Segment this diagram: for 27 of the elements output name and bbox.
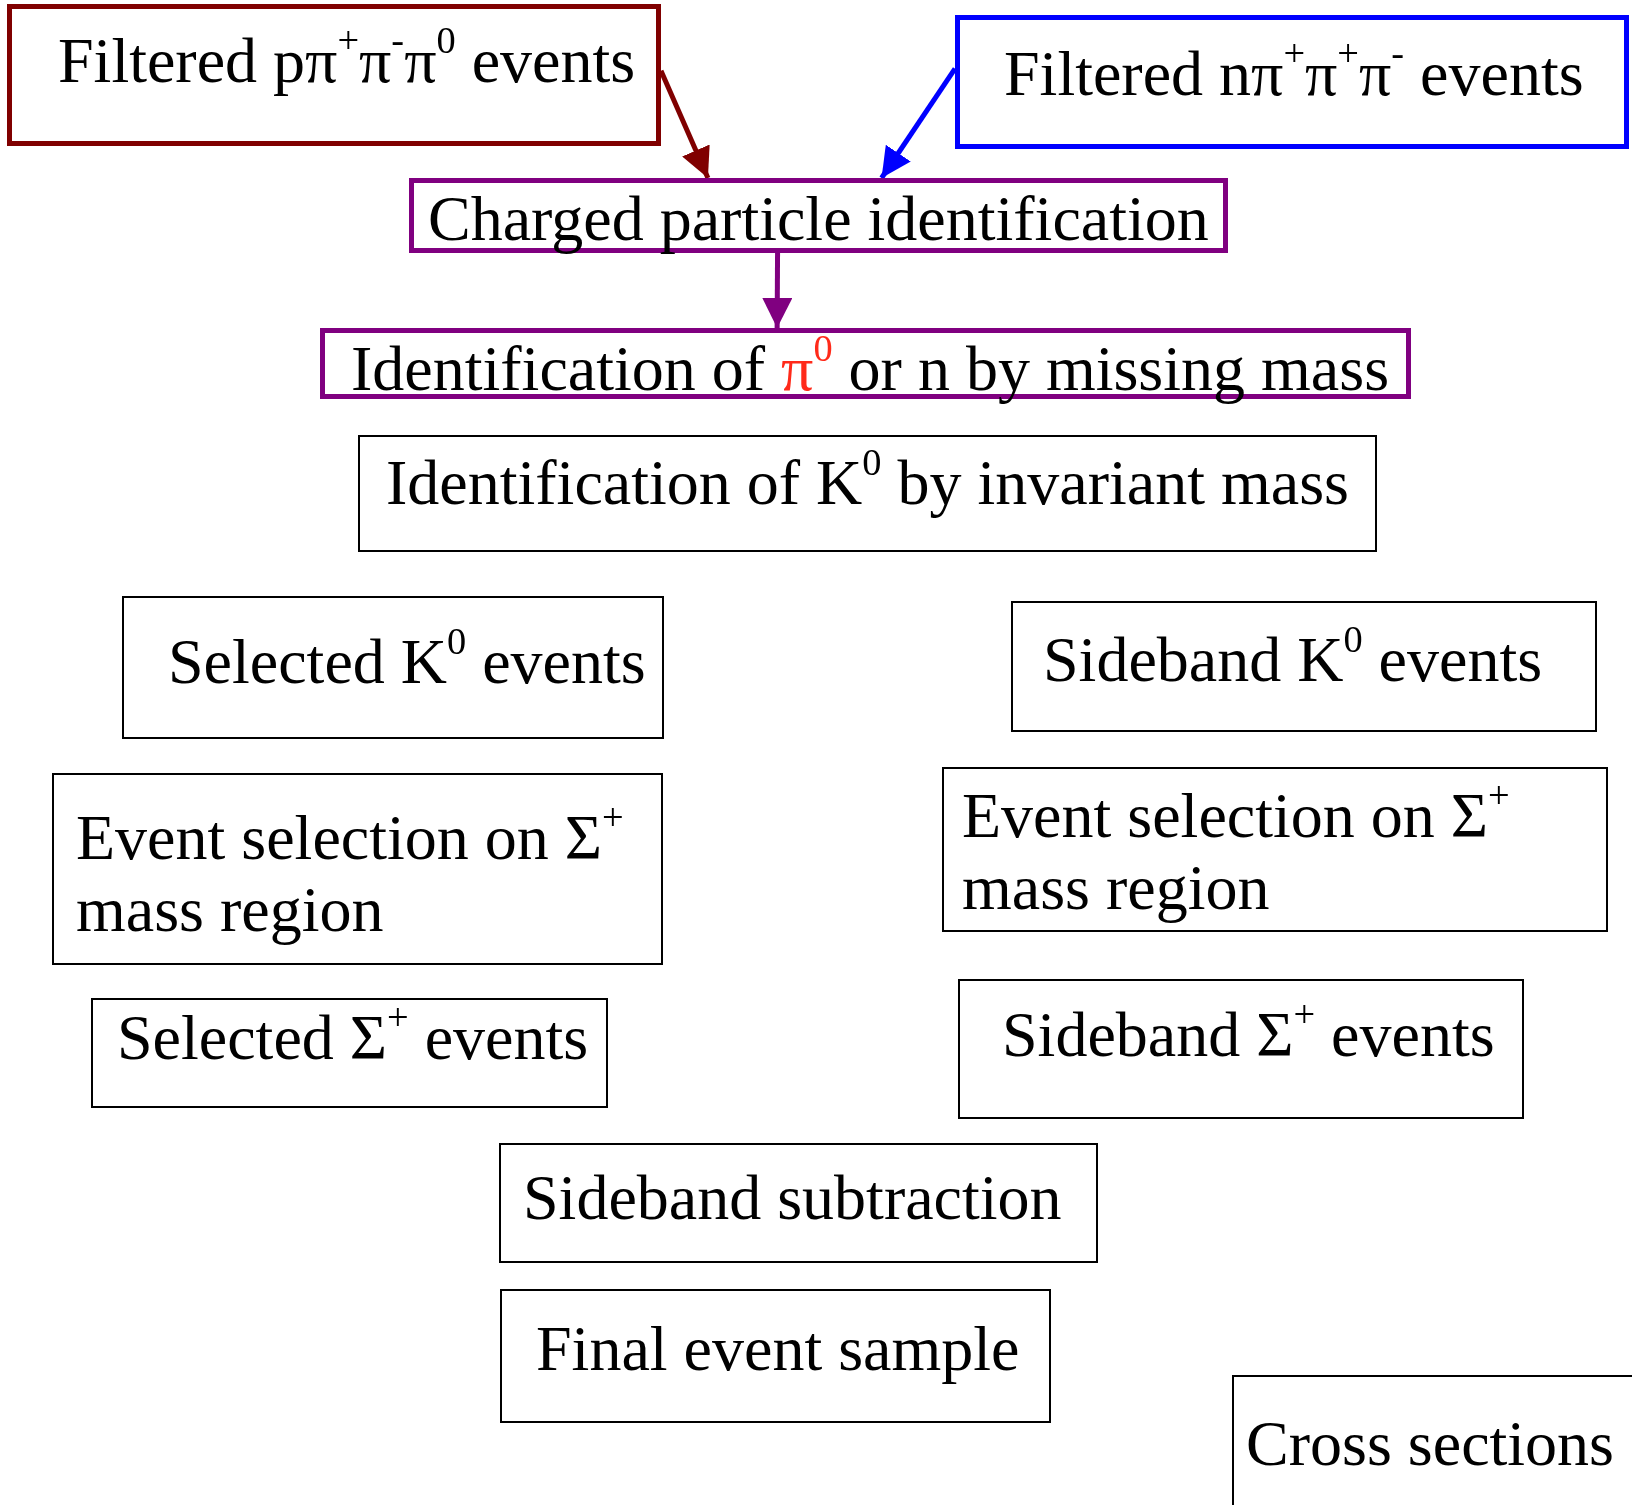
box-label: Event selection on Σ$^{+}$ mass region [962,780,1510,924]
arrow [762,253,793,328]
process-box [500,1289,1051,1423]
box-label: Sideband K$^{0}$ events [1043,624,1543,695]
box-label: Cross sections [1246,1408,1614,1479]
process-box [955,15,1629,149]
process-box [942,767,1608,932]
process-box [358,435,1377,552]
process-box [499,1143,1098,1263]
box-label: Sideband Σ$^{+}$ events [1002,999,1495,1070]
process-box [1011,601,1597,732]
box-label: Identification of π$^{0}$ or n by missing mass [351,333,1390,404]
box-label: Final event sample [536,1313,1020,1384]
process-box [7,4,661,146]
process-box [122,596,664,739]
box-label: Identification of K$^{0}$ by invariant mass [386,447,1349,518]
box-label: Selected Σ$^{+}$ events [117,1002,589,1073]
box-label: Selected K$^{0}$ events [168,626,646,697]
box-label: Filtered nπ$^{+}$π$^{+}$π$^{-}$ events [1004,38,1584,109]
box-label: Charged particle identification [428,183,1209,254]
process-box [958,979,1524,1119]
box-label: Filtered pπ$^{+}$π$^{-}$π$^{0}$ events [58,25,636,96]
box-label: Sideband subtraction [523,1162,1062,1233]
box-label: Event selection on Σ$^{+}$ mass region [76,802,624,946]
process-box [52,773,663,965]
process-box [1232,1375,1632,1505]
process-box [91,998,608,1108]
